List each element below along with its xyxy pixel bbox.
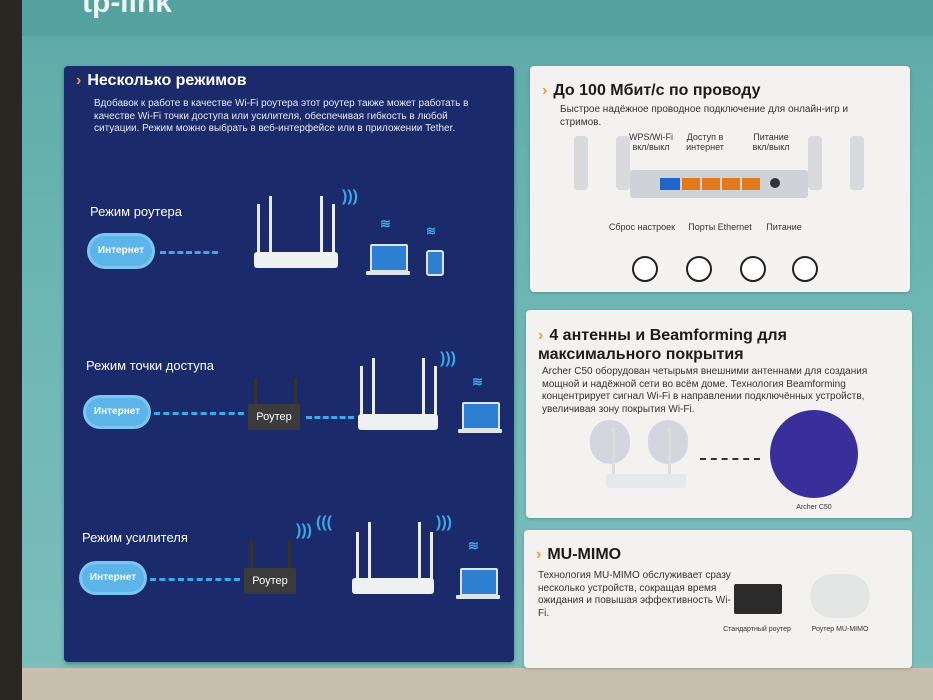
wired-title: ›До 100 Мбит/с по проводу	[542, 82, 761, 99]
chevron-right-icon: ›	[76, 72, 82, 89]
modes-title: ›Несколько режимов	[76, 72, 247, 89]
modes-panel: ›Несколько режимов Вдобавок к работе в к…	[64, 66, 514, 662]
wps-label: WPS/Wi-Fi вкл/выкл	[629, 132, 673, 152]
antenna	[254, 378, 257, 404]
wifi-signal-icon: )))	[342, 188, 358, 205]
access-point-mode-label: Режим точки доступа	[86, 358, 214, 373]
mumimo-title: ›MU-MIMO	[536, 546, 622, 563]
mumimo-description: Технология MU-MIMO обслуживает сразу нес…	[538, 570, 731, 619]
reset-label: Сброс настроек	[608, 222, 676, 232]
power-label: Питание	[766, 222, 802, 232]
wifi-signal-icon: )))	[440, 350, 456, 367]
wired-panel: ›До 100 Мбит/с по проводу Быстрое надёжн…	[530, 66, 910, 292]
wifi-signal-icon: )))	[296, 522, 312, 539]
box-bottom-edge	[22, 668, 933, 700]
wired-description: Быстрое надёжное проводное подключение д…	[560, 104, 849, 128]
wifi-icon: ≋	[472, 374, 483, 389]
mumimo-router-label: Роутер MU-MIMO	[811, 626, 869, 633]
tp-link-logo: tp-link	[82, 0, 172, 19]
connection-line	[700, 458, 760, 460]
desktop-icon	[686, 256, 712, 282]
router-mode-label: Режим роутера	[90, 204, 183, 219]
coverage-area-illustration	[770, 410, 858, 498]
wifi-signal-icon: )))	[436, 514, 452, 531]
wifi-icon: ≋	[468, 538, 479, 553]
repeater-mode-label: Режим усилителя	[82, 530, 188, 545]
chevron-right-icon: ›	[542, 82, 548, 99]
antennas-panel: ›4 антенны и Beamforming для максимально…	[526, 310, 912, 518]
tablet-icon	[426, 250, 444, 276]
upstream-router: Роутер	[244, 568, 296, 594]
antenna	[250, 540, 253, 570]
antennas-description: Archer C50 оборудован четырьмя внешними …	[542, 366, 868, 415]
internet-access-label: Доступ в интернет	[686, 132, 724, 152]
chevron-right-icon: ›	[538, 327, 544, 344]
mumimo-panel: ›MU-MIMO Технология MU-MIMO обслуживает …	[524, 530, 912, 668]
internet-cloud: Интернет	[90, 236, 152, 266]
mumimo-router-illustration	[810, 574, 870, 618]
model-label: Archer C50	[796, 504, 832, 511]
upstream-router: Роутер	[248, 404, 300, 430]
box-top-strip	[22, 0, 933, 36]
internet-cloud: Интернет	[82, 564, 144, 592]
chevron-right-icon: ›	[536, 546, 542, 563]
connection-line	[150, 578, 240, 581]
modes-description: Вдобавок к работе в качестве Wi-Fi роуте…	[94, 98, 469, 134]
pc-icon	[740, 256, 766, 282]
ethernet-ports-label: Порты Ethernet	[688, 222, 752, 232]
wifi-signal-icon: (((	[316, 514, 332, 531]
power-switch-label: Питание вкл/выкл	[752, 132, 790, 152]
game-console-icon	[632, 256, 658, 282]
standard-router-illustration	[734, 584, 782, 614]
antennas-title: ›4 антенны и Beamforming для максимально…	[538, 327, 787, 363]
connection-line	[306, 416, 354, 419]
connection-line	[154, 412, 244, 415]
tv-icon	[792, 256, 818, 282]
internet-cloud: Интернет	[86, 398, 148, 426]
antenna	[294, 378, 297, 404]
connection-line	[160, 251, 218, 254]
antenna	[288, 540, 291, 570]
standard-router-label: Стандартный роутер	[723, 626, 791, 633]
wifi-icon: ≋	[380, 216, 391, 231]
wifi-icon: ≋	[426, 224, 437, 238]
product-box: tp-link ›Несколько режимов Вдобавок к ра…	[22, 0, 933, 700]
